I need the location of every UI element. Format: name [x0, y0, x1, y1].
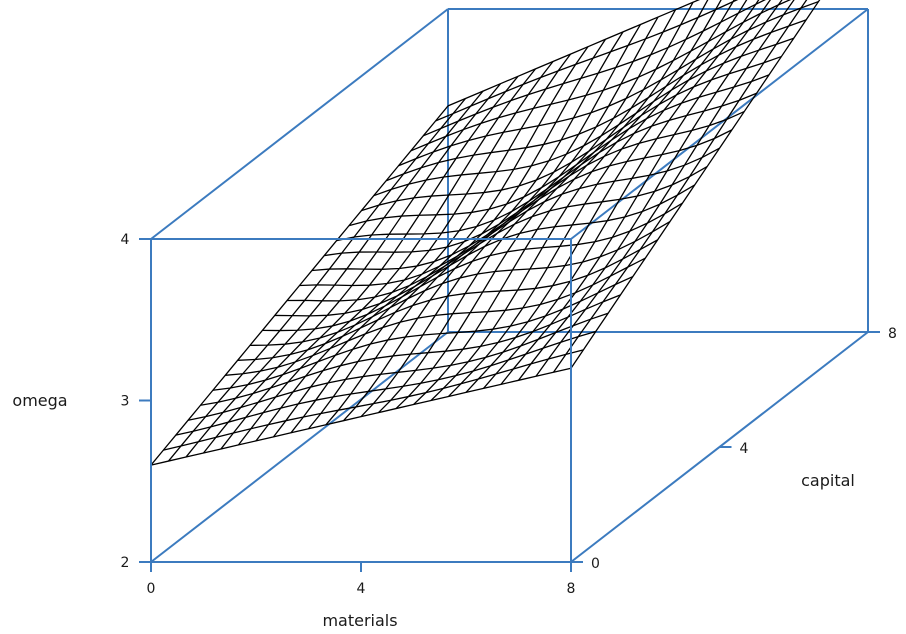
y-tick-label: 4: [740, 441, 749, 457]
x-tick-label: 0: [147, 581, 156, 597]
z-tick-label: 4: [121, 232, 130, 248]
mesh-line-materials: [185, 90, 484, 458]
mesh-line-materials: [395, 1, 694, 410]
box-edge: [150, 331, 449, 563]
mesh-line-materials: [343, 24, 642, 422]
x-tick-label: 4: [357, 581, 366, 597]
mesh-line-capital: [175, 330, 596, 436]
x-axis-title: materials: [322, 611, 397, 630]
mesh-line-materials: [255, 61, 554, 442]
mesh-line-materials: [448, 0, 735, 397]
bounding-box-front: [150, 238, 869, 563]
box-edge: [570, 8, 869, 240]
x-tick-label: 8: [567, 581, 576, 597]
z-axis-title: omega: [12, 391, 67, 410]
mesh-line-capital: [225, 257, 646, 376]
mesh-line-materials: [483, 0, 760, 389]
z-tick-label: 2: [121, 555, 130, 571]
mesh-line-materials: [290, 46, 589, 434]
mesh-line-materials: [500, 0, 771, 385]
mesh-line-materials: [360, 16, 659, 418]
mesh-line-materials: [430, 0, 722, 401]
mesh-line-capital: [262, 202, 683, 332]
mesh-line-materials: [413, 0, 709, 406]
mesh-line-materials: [272, 53, 572, 438]
mesh-line-capital: [398, 0, 819, 167]
y-tick-label: 8: [888, 326, 897, 342]
y-tick-label: 0: [591, 556, 600, 572]
mesh-line-materials: [325, 31, 624, 426]
z-tick-label: 3: [121, 394, 130, 410]
mesh-line-materials: [465, 0, 748, 393]
mesh-line-materials: [535, 0, 795, 377]
bounding-box-back: [150, 8, 869, 563]
mesh-line-materials: [220, 75, 519, 450]
mesh-line-capital: [435, 0, 739, 122]
mesh-line-materials: [378, 9, 677, 414]
mesh-line-materials: [307, 38, 607, 430]
mesh-line-materials: [552, 0, 808, 373]
mesh-line-capital: [150, 367, 572, 466]
surface-mesh: [150, 0, 821, 466]
axis-ticks: 0 4 8 2 3 4 0 4 8: [121, 232, 897, 597]
y-axis-title: capital: [801, 471, 855, 490]
mesh-line-materials: [167, 98, 467, 462]
mesh-line-capital: [187, 312, 609, 421]
mesh-line-materials: [570, 0, 821, 369]
mesh-line-materials: [237, 68, 537, 446]
box-edge: [150, 8, 449, 240]
mesh-line-materials: [150, 105, 449, 466]
mesh-line-capital: [249, 220, 671, 347]
mesh-line-materials: [517, 0, 783, 381]
mesh-line-materials: [202, 83, 502, 454]
